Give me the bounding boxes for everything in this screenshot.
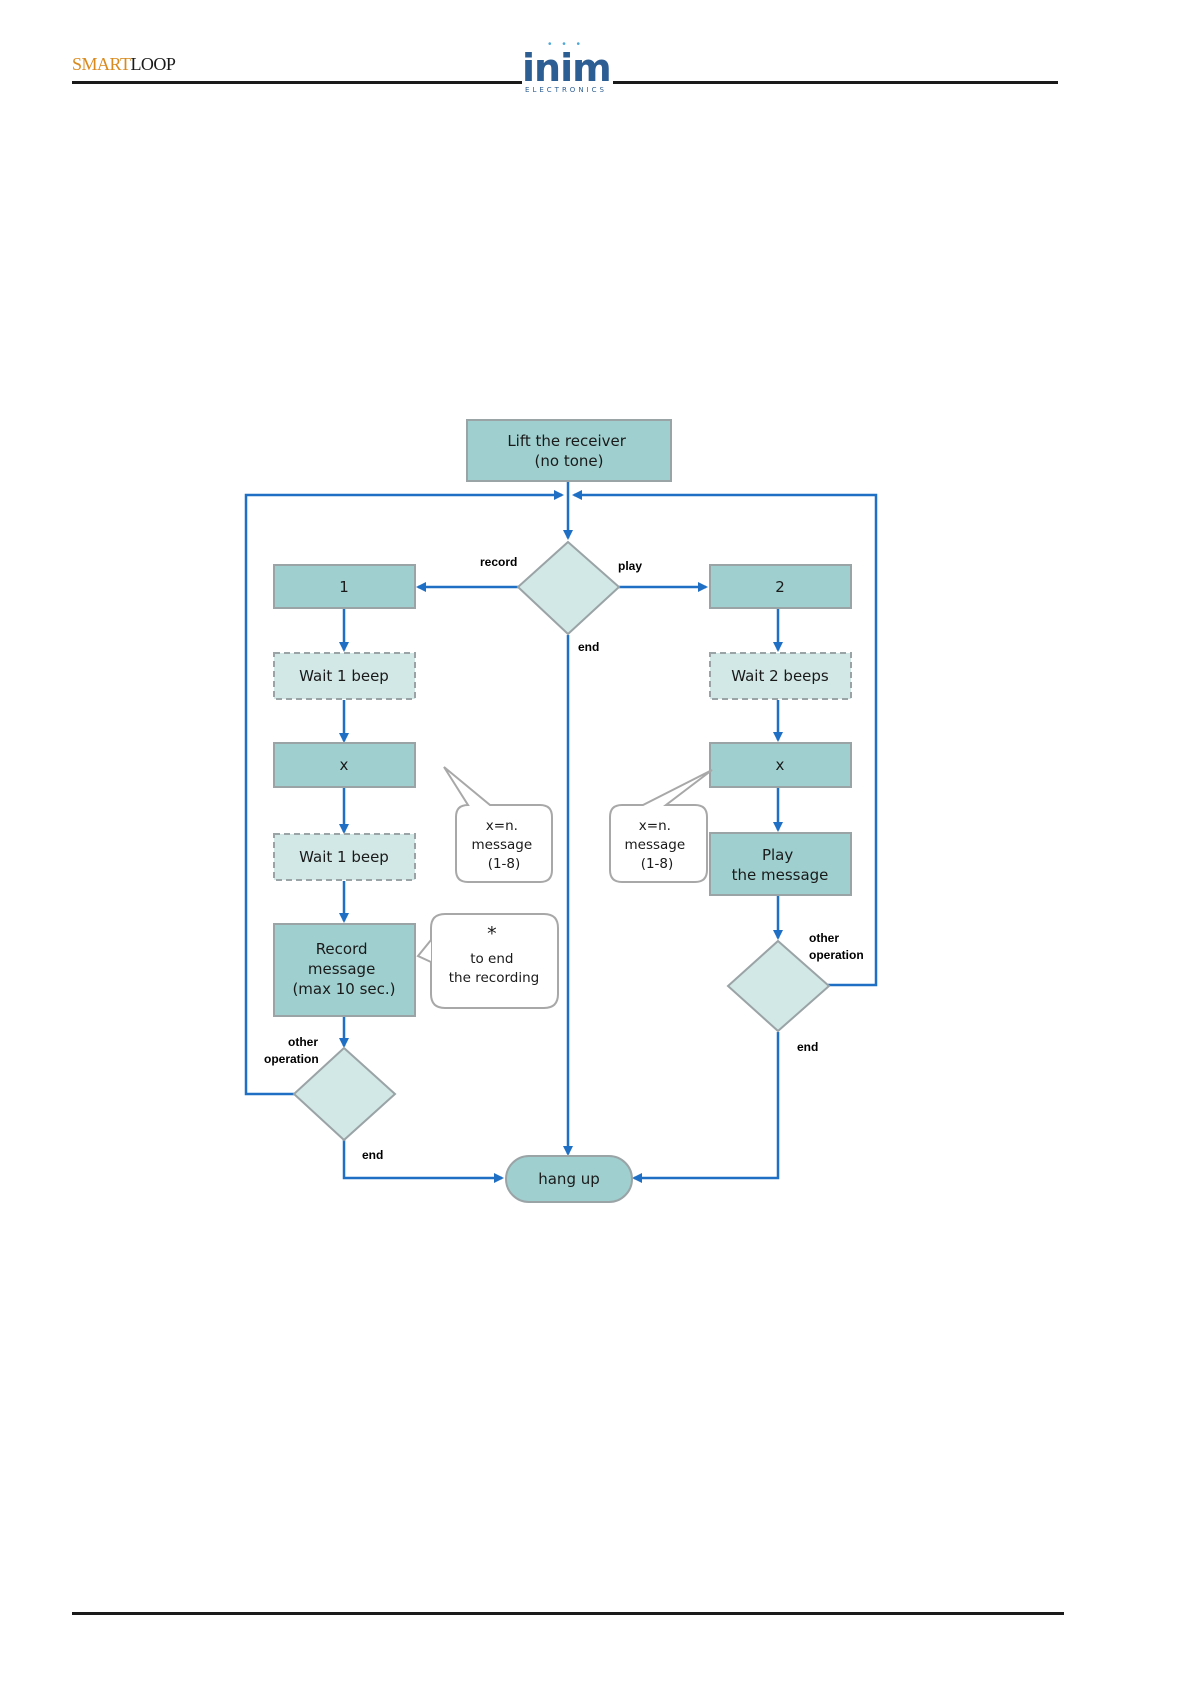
label-other-op-left: other operation [264,1035,321,1066]
arrow-end-right [634,1032,778,1178]
label-end-center: end [578,640,599,654]
box-wait-2-beeps-text: Wait 2 beeps [731,667,829,685]
box-key-1-text: 1 [339,578,349,596]
footer-rule [72,1612,1064,1615]
label-end-right: end [797,1040,818,1054]
label-record: record [480,555,517,569]
box-wait-1-beep-a-text: Wait 1 beep [299,667,389,685]
box-wait-1-beep-b-text: Wait 1 beep [299,848,389,866]
box-play-message [710,833,851,895]
start-box [467,420,671,481]
label-other-op-right: other operation [809,931,864,962]
box-key-2-text: 2 [775,578,785,596]
callout-star-tail [418,940,431,962]
label-end-left: end [362,1148,383,1162]
box-x-left-text: x [340,756,349,774]
decision-main [518,542,619,634]
label-play: play [618,559,642,573]
box-x-right-text: x [776,756,785,774]
terminal-hang-up-text: hang up [538,1170,600,1188]
